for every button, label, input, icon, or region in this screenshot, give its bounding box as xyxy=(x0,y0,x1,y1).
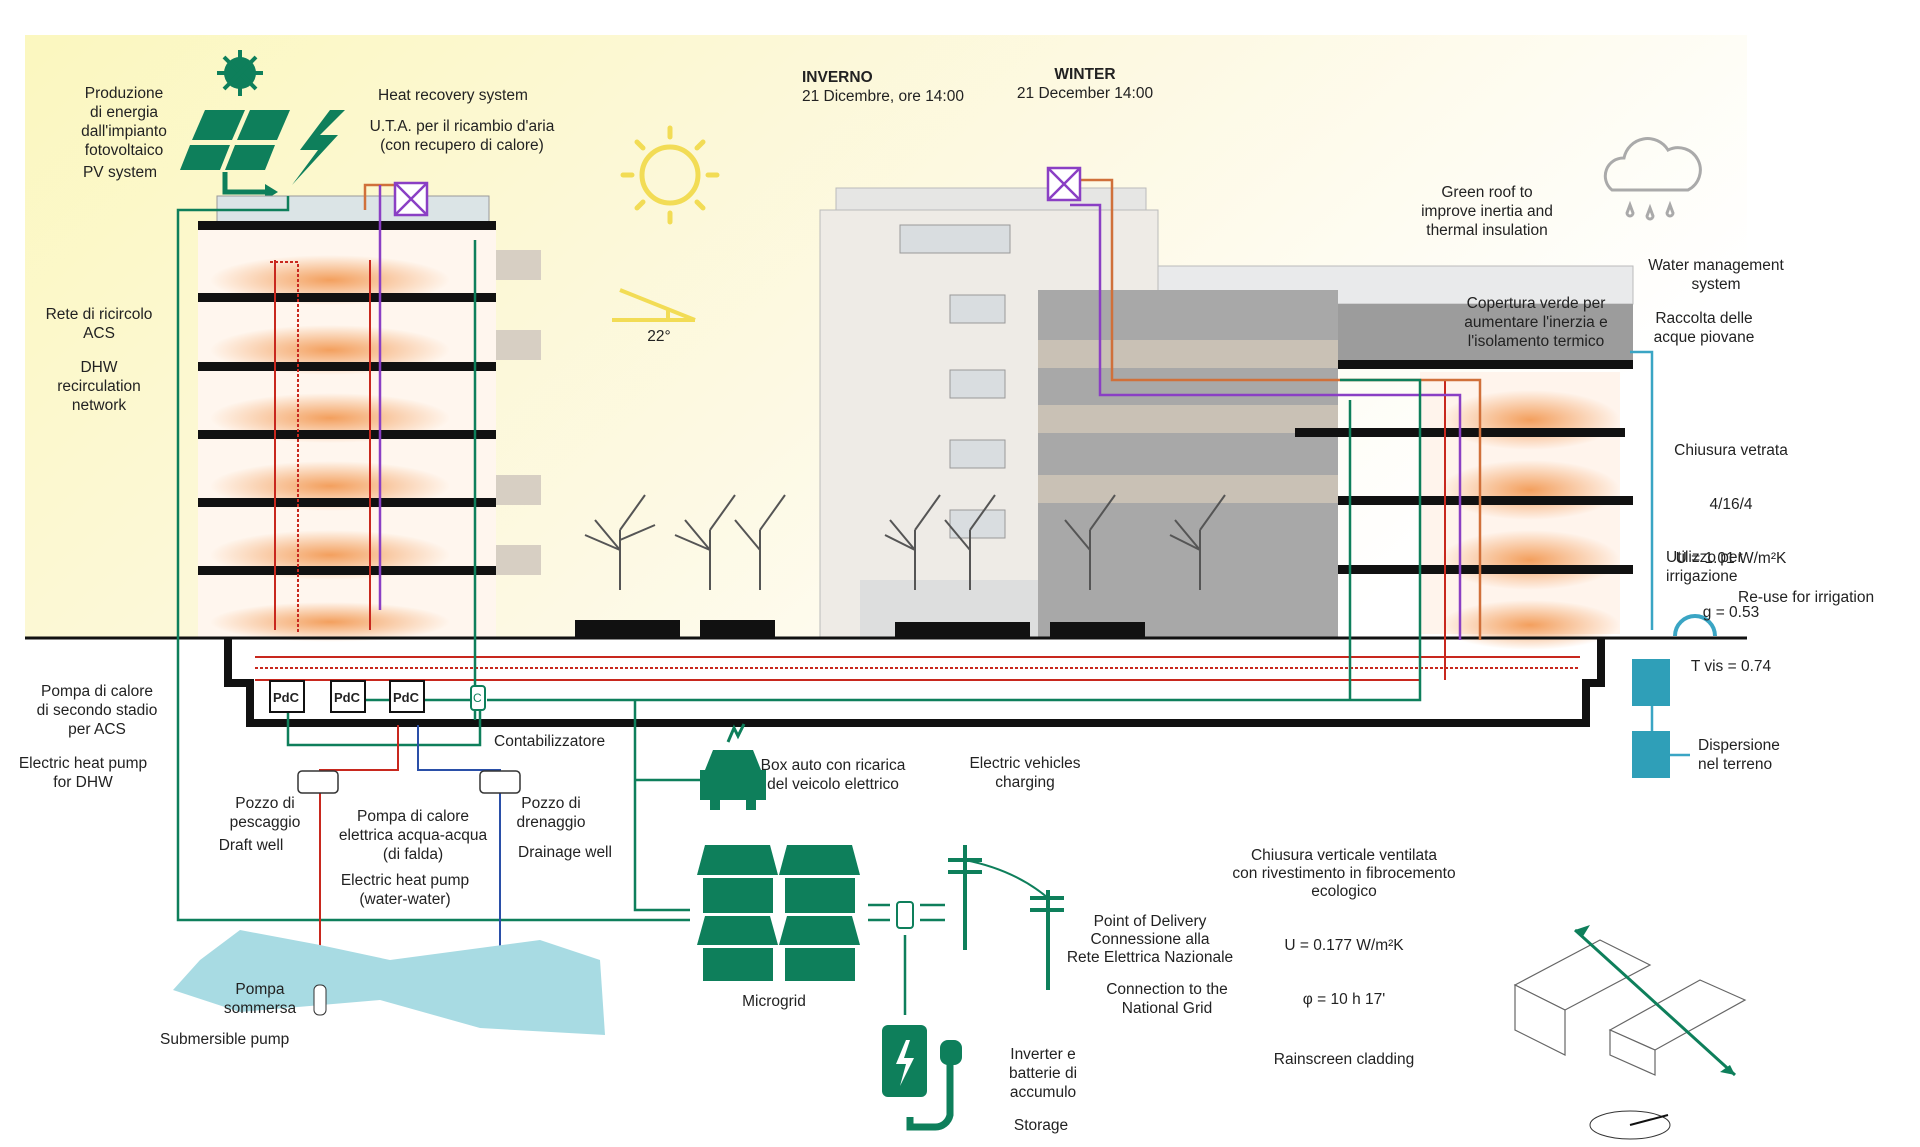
draft-well-label-en: Draft well xyxy=(218,837,284,854)
dhw-label-en: DHW recirculation network xyxy=(57,359,141,414)
trees xyxy=(584,494,1226,590)
microgrid-houses-icon xyxy=(697,845,860,981)
planters xyxy=(575,620,1145,638)
season-date-en: 21 December 14:00 xyxy=(1016,85,1154,102)
rainwater-collection-label: Raccolta delle acque piovane xyxy=(1653,310,1755,346)
glazing-title: Chiusura vetrata xyxy=(1674,442,1788,459)
glazing-g-value: g = 0.53 xyxy=(1702,604,1760,621)
storage-label-it: Inverter e batterie di accumulo xyxy=(1008,1046,1078,1101)
season-title-it: INVERNO xyxy=(802,69,873,86)
glazing-spec-block: Chiusura vetrata 4/16/4 U = 1.01 W/m²K g… xyxy=(1674,406,1788,694)
meter-label: Contabilizzatore xyxy=(494,733,606,750)
glazing-u-value: U = 1.01 W/m²K xyxy=(1675,550,1787,567)
cladding-u-value: U = 0.177 W/m²K xyxy=(1284,937,1404,954)
electric-lines xyxy=(176,196,1422,922)
sun-pv-icon xyxy=(217,50,263,96)
pdc-label-2: PdC xyxy=(334,690,360,705)
ev-label-it: Box auto con ricarica del veicolo elettr… xyxy=(760,757,906,793)
draft-well-label-it: Pozzo di pescaggio xyxy=(229,795,301,831)
microgrid-meter xyxy=(896,901,914,929)
microgrid-label: Microgrid xyxy=(742,993,806,1010)
cladding-spec-block: Chiusura verticale ventilata con rivesti… xyxy=(1232,811,1455,1087)
pv-label-it: Produzione di energia dall'impianto foto… xyxy=(81,85,167,159)
pdc-label-3: PdC xyxy=(393,690,419,705)
submersible-pump-icon xyxy=(313,984,327,1016)
glazing-spec: 4/16/4 xyxy=(1709,496,1753,513)
season-date-it: 21 Dicembre, ore 14:00 xyxy=(802,88,964,105)
irrigation-label-en: Re-use for irrigation xyxy=(1738,589,1875,606)
rainwater-pipe xyxy=(1630,350,1690,757)
second-stage-pump-label-it: Pompa di calore di secondo stadio per AC… xyxy=(36,683,158,738)
grid-label-en: Connection to the National Grid xyxy=(1106,981,1228,1017)
wells xyxy=(297,770,521,794)
sprinkler-icon xyxy=(1673,614,1717,637)
rain-cloud-icon xyxy=(1603,137,1702,221)
glazing-tvis-value: T vis = 0.74 xyxy=(1690,658,1772,675)
second-stage-pump-label-en: Electric heat pump for DHW xyxy=(18,755,148,791)
right-building-facade xyxy=(1038,265,1634,638)
pdc-boxes xyxy=(269,680,425,713)
grid-arrows xyxy=(868,903,945,1015)
battery-storage-icon xyxy=(882,1025,962,1131)
basement xyxy=(224,638,1605,727)
sun-angle-icon xyxy=(612,288,696,322)
meter-symbol: C xyxy=(473,691,482,705)
water-heat-pump-label-it: Pompa di calore elettrica acqua-acqua (d… xyxy=(338,808,488,863)
winter-sun-icon xyxy=(620,125,720,225)
drainage-well-label-en: Drainage well xyxy=(518,844,612,861)
cladding-phase-shift: φ = 10 h 17' xyxy=(1302,991,1386,1008)
submersible-label-en: Submersible pump xyxy=(160,1031,290,1048)
solar-panel-icon xyxy=(180,110,290,200)
green-roof-label-en: Green roof to improve inertia and therma… xyxy=(1421,184,1553,239)
lightning-icon xyxy=(292,110,345,185)
power-pole-icon xyxy=(948,845,1064,990)
cladding-label-it: Chiusura verticale ventilata con rivesti… xyxy=(1232,847,1456,900)
heat-recovery-label-it: U.T.A. per il ricambio d'aria (con recup… xyxy=(369,118,555,154)
groundwater-pipes xyxy=(319,725,501,985)
pv-label-en: PV system xyxy=(82,164,158,181)
north-arrow xyxy=(1589,1110,1671,1140)
ev-car-icon xyxy=(700,723,766,810)
submersible-label-it: Pompa sommersa xyxy=(223,981,297,1017)
irrigation-label-it: Utilizzo per irrigazione xyxy=(1666,549,1743,585)
drainage-well-label-it: Pozzo di drenaggio xyxy=(516,795,586,831)
dispersion-label: Dispersione nel terreno xyxy=(1698,737,1780,773)
water-tanks xyxy=(1632,659,1670,778)
water-heat-pump-label-en: Electric heat pump (water-water) xyxy=(340,872,470,908)
storage-label-en: Storage xyxy=(1013,1117,1069,1134)
green-roof-label-it: Copertura verde per aumentare l'inerzia … xyxy=(1464,295,1608,350)
dhw-label-it: Rete di ricircolo ACS xyxy=(45,306,153,342)
ventilation-ducts xyxy=(363,166,1482,640)
meter-box xyxy=(470,685,486,711)
grid-label-it: Point of Delivery Connessione alla Rete … xyxy=(1066,913,1234,966)
water-management-label: Water management system xyxy=(1648,257,1784,293)
ev-label-en: Electric vehicles charging xyxy=(969,755,1081,791)
axonometric-key-plan xyxy=(1513,925,1747,1077)
sun-angle-label: 22° xyxy=(647,328,671,345)
cladding-label-en: Rainscreen cladding xyxy=(1273,1051,1415,1068)
aquifer xyxy=(173,930,605,1035)
pdc-label-1: PdC xyxy=(273,690,299,705)
season-title-en: WINTER xyxy=(1054,66,1116,83)
heat-recovery-label-en: Heat recovery system xyxy=(378,87,528,104)
left-building-section xyxy=(198,195,541,642)
